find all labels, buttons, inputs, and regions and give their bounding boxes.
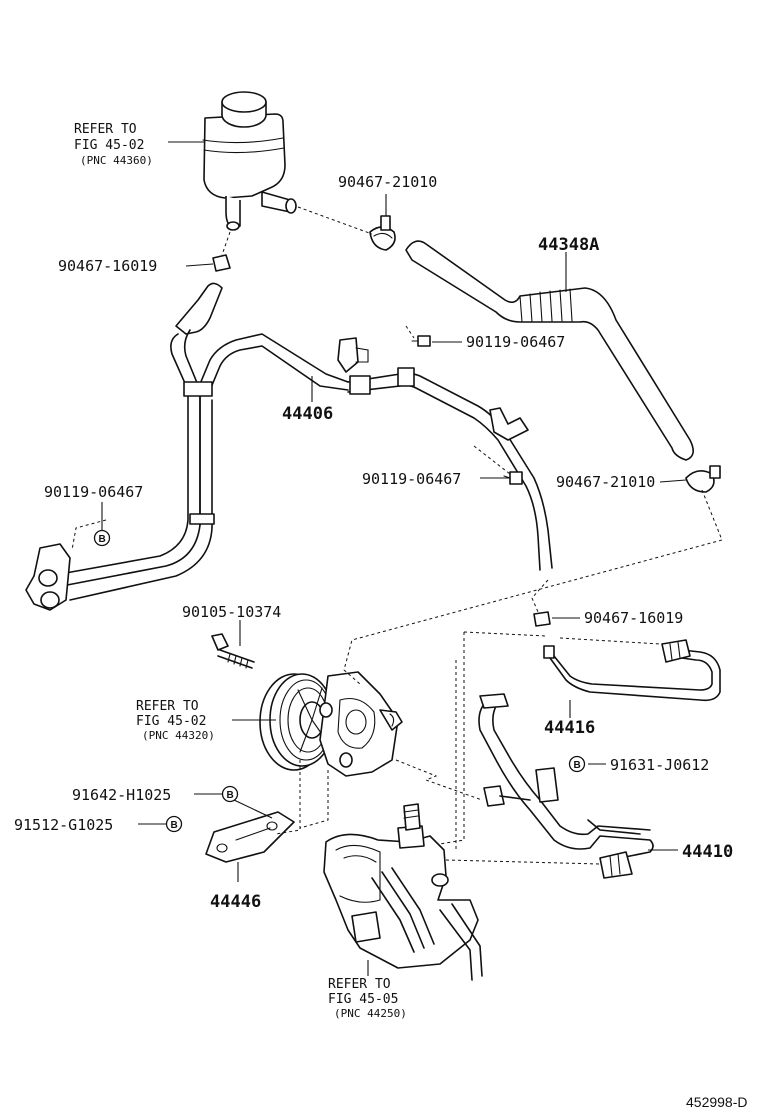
part-label-44446: 44446 [210, 892, 261, 912]
part-label-91631-j0612: 91631-J0612 [610, 756, 709, 774]
badge-letter: B [574, 760, 581, 771]
small-clamp-left [212, 254, 231, 272]
ref-label-gear: REFER TO FIG 45-05 (PNC 44250) [328, 977, 407, 1020]
part-label-90467-21010-right: 90467-21010 [556, 473, 655, 491]
part-label-91512-g1025: 91512-G1025 [14, 816, 113, 834]
power-steering-pump [259, 671, 403, 777]
ref-line-3: (PNC 44250) [334, 1007, 407, 1020]
small-clamp-right [533, 611, 551, 627]
pump-bracket [205, 811, 295, 863]
part-label-44410: 44410 [682, 842, 733, 862]
hose-clamp-upper [369, 215, 396, 251]
part-label-90119-06467-upper: 90119-06467 [466, 333, 565, 351]
part-label-44348a: 44348A [538, 235, 599, 255]
part-label-90467-21010-top: 90467-21010 [338, 173, 437, 191]
ref-line-2: FIG 45-05 [328, 992, 398, 1007]
ref-line-3: (PNC 44320) [142, 729, 215, 742]
ref-line-1: REFER TO [328, 977, 391, 992]
ref-line-3: (PNC 44360) [80, 154, 153, 167]
part-label-90119-06467-left: 90119-06467 [44, 483, 143, 501]
badge-letter: B [99, 534, 106, 545]
pressure-tube-assembly [25, 329, 553, 611]
ref-line-2: FIG 45-02 [74, 138, 144, 153]
supply-hose-left [175, 282, 223, 335]
part-label-91642-h1025: 91642-H1025 [72, 786, 171, 804]
ref-line-1: REFER TO [136, 699, 199, 714]
pressure-hose [478, 693, 654, 879]
steering-gear [323, 803, 483, 981]
part-label-90119-06467-mid: 90119-06467 [362, 470, 461, 488]
ref-label-pump: REFER TO FIG 45-02 (PNC 44320) [136, 699, 215, 742]
part-label-90467-16019-right: 90467-16019 [584, 609, 683, 627]
ref-line-1: REFER TO [74, 122, 137, 137]
hose-clamp-right [685, 465, 721, 493]
badge-letter: B [227, 790, 234, 801]
phantom-lines [71, 206, 723, 865]
return-tube [543, 639, 721, 702]
part-label-90467-16019-left: 90467-16019 [58, 257, 157, 275]
reservoir [202, 91, 297, 231]
leader-lines [101, 141, 687, 976]
badge-b-91642: B [221, 785, 239, 803]
pump-bolt [211, 633, 255, 669]
part-label-90105-10374: 90105-10374 [182, 603, 281, 621]
part-label-44406: 44406 [282, 404, 333, 424]
badge-b-91631: B [568, 755, 586, 773]
bolt-upper [411, 335, 431, 347]
part-label-44416: 44416 [544, 718, 595, 738]
badge-letter: B [171, 820, 178, 831]
ref-line-2: FIG 45-02 [136, 714, 206, 729]
ref-label-reservoir: REFER TO FIG 45-02 (PNC 44360) [74, 122, 153, 167]
return-hose [405, 240, 694, 461]
badge-b-left: B [93, 529, 111, 547]
badge-b-91512: B [165, 815, 183, 833]
figure-code: 452998-D [686, 1094, 748, 1110]
